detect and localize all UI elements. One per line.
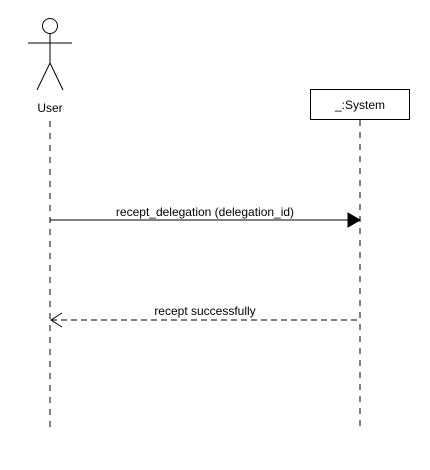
participant-system-label: _:System — [334, 98, 385, 112]
actor-user: User — [28, 18, 72, 115]
message-recept-delegation: recept_delegation (delegation_id) — [50, 205, 361, 228]
actor-user-label: User — [37, 101, 62, 115]
message-recept-successfully: recept successfully — [50, 304, 360, 328]
filled-arrowhead-icon — [347, 212, 361, 228]
open-arrowhead-icon — [50, 312, 63, 328]
participant-system: _:System — [310, 89, 410, 120]
message-recept-successfully-label: recept successfully — [154, 304, 255, 318]
participant-system-box — [310, 89, 410, 120]
actor-figure-icon — [28, 18, 72, 91]
message-recept-delegation-label: recept_delegation (delegation_id) — [116, 205, 294, 219]
